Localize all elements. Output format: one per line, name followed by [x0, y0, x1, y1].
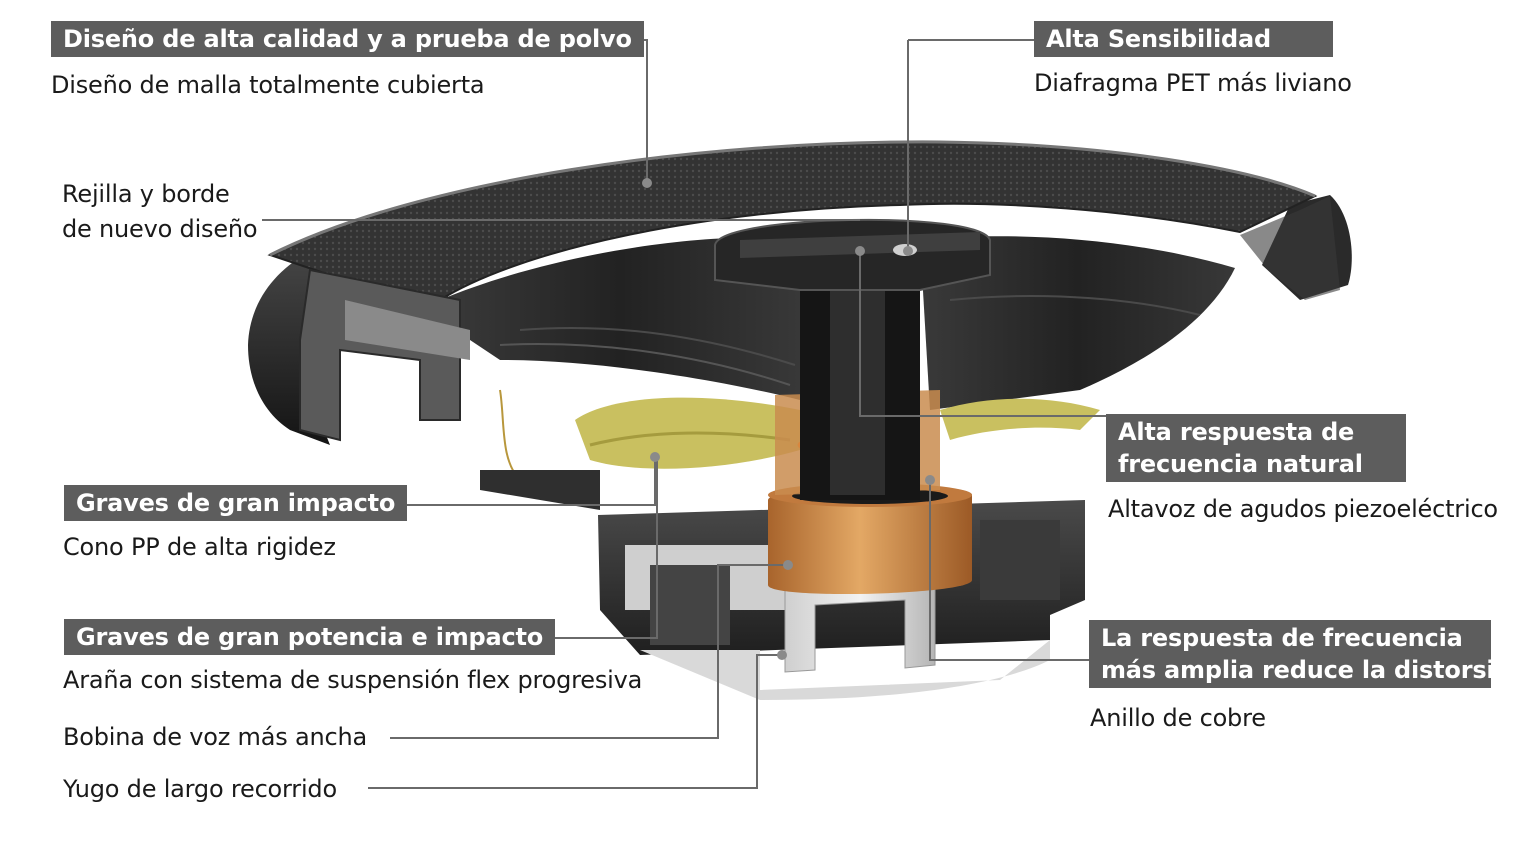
frequency-tag: Alta respuesta de frecuencia natural: [1106, 414, 1406, 482]
sensitivity-description: Diafragma PET más liviano: [1034, 69, 1352, 97]
frequency-tag-line1: Alta respuesta de: [1118, 418, 1355, 446]
bass-impact-description: Cono PP de alta rigidez: [63, 533, 336, 561]
voice-coil-description: Bobina de voz más ancha: [63, 723, 367, 751]
yoke-description: Yugo de largo recorrido: [63, 775, 337, 803]
bass-power-tag: Graves de gran potencia e impacto: [64, 619, 556, 655]
bass-impact-tag: Graves de gran impacto: [64, 485, 408, 521]
frequency-tag-line2: frecuencia natural: [1118, 450, 1363, 478]
leader-lines: [262, 39, 1108, 789]
distortion-tag-line1: La respuesta de frecuencia: [1101, 624, 1463, 652]
sensitivity-tag: Alta Sensibilidad: [1034, 21, 1333, 57]
grille-description-line1: Rejilla y borde: [62, 180, 230, 208]
speaker-cone: [440, 237, 800, 400]
copper-ring-description: Anillo de cobre: [1090, 704, 1266, 732]
dust-proof-description: Diseño de malla totalmente cubierta: [51, 71, 485, 99]
copper-ring: [768, 485, 972, 595]
distortion-tag: La respuesta de frecuencia más amplia re…: [1089, 620, 1528, 688]
bass-power-description: Araña con sistema de suspensión flex pro…: [63, 666, 643, 694]
distortion-tag-line2: más amplia reduce la distorsión: [1101, 656, 1528, 684]
frequency-description: Altavoz de agudos piezoeléctrico: [1108, 495, 1498, 523]
grille-description-line2: de nuevo diseño: [62, 215, 258, 243]
dust-proof-tag: Diseño de alta calidad y a prueba de pol…: [51, 21, 644, 57]
